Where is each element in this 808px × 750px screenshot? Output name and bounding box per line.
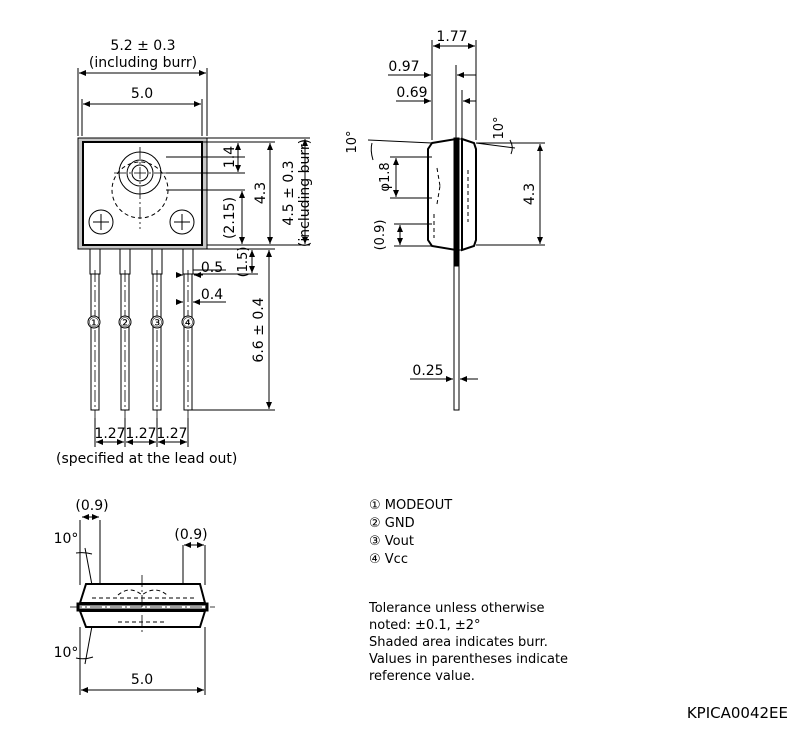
lead-2 [119, 248, 131, 418]
lead-4 [182, 248, 194, 418]
note-line-2: noted: ±0.1, ±2° [369, 618, 481, 633]
pin-list-item-2: ② GND [369, 516, 415, 531]
dim-pitch-3: 1.27 [156, 426, 187, 442]
dim-pitch-2: 1.27 [125, 426, 156, 442]
dim-width: 5.0 [131, 86, 153, 102]
dim-lead: 0.4 [201, 287, 223, 303]
dim-side-height: 4.3 [522, 183, 538, 205]
dim-height-total-note: (including burr) [297, 139, 313, 247]
pin-list-item-1: ① MODEOUT [369, 498, 453, 513]
mount-mark-left [88, 209, 114, 235]
note-line-5: reference value. [369, 669, 475, 684]
dim-side-bottom: (0.9) [373, 220, 388, 251]
dim-pitch-1: 1.27 [94, 426, 125, 442]
angle-bottom-top: 10° [54, 531, 79, 547]
pin-list-item-3: ③ Vout [369, 534, 414, 549]
lead-1 [89, 248, 101, 418]
pin-list-item-4: ④ Vcc [369, 552, 408, 567]
note-line-4: Values in parentheses indicate [369, 652, 569, 667]
dim-bottom-width: 5.0 [131, 672, 153, 688]
front-view: 5.2 ± 0.3 (including burr) 5.0 [77, 38, 313, 447]
dim-lens: φ1.8 [378, 162, 393, 191]
dim-side-top: 1.77 [436, 29, 467, 45]
dim-lead-wide: 0.5 [201, 260, 223, 276]
dim-lead-thickness: 0.25 [412, 363, 443, 379]
bottom-view: (0.9) (0.9) 10° 10° 5.0 [54, 498, 215, 695]
note-line-1: Tolerance unless otherwise [369, 601, 545, 616]
dim-side-mid: 0.97 [388, 59, 419, 75]
dim-lead-length: 6.6 ± 0.4 [251, 297, 267, 362]
angle-bottom-bottom: 10° [54, 645, 79, 661]
pitch-note: (specified at the lead out) [56, 451, 238, 467]
angle-side-right: 10° [492, 116, 507, 139]
bottom-top-shell [78, 583, 207, 604]
dim-hole-offset: 1.4 [222, 146, 238, 168]
tolerance-notes: Tolerance unless otherwise noted: ±0.1, … [369, 600, 568, 685]
dim-side-low: 0.69 [396, 85, 427, 101]
pin-marker-2: ② [119, 316, 131, 331]
dim-bottom-left: (0.9) [75, 498, 108, 514]
dim-width-total-note: (including burr) [89, 55, 197, 71]
pin-marker-3: ③ [151, 316, 163, 331]
side-lead [453, 265, 460, 411]
lead-3 [151, 248, 163, 418]
side-view: 1.77 0.97 0.69 10° 10° φ1.8 4.3 [345, 29, 545, 411]
dim-lead-wide-len: (1.5) [236, 247, 251, 278]
pin-marker-1: ① [88, 316, 100, 331]
dim-height: 4.3 [253, 182, 269, 204]
document-code: KPICA0042EE [686, 704, 788, 722]
dim-width-total: 5.2 ± 0.3 [110, 38, 175, 54]
dim-height-total: 4.5 ± 0.3 [281, 160, 297, 225]
note-line-3: Shaded area indicates burr. [369, 635, 548, 650]
mount-mark-right [169, 209, 195, 235]
angle-side-left: 10° [345, 130, 360, 153]
pin-list: ① MODEOUT ② GND ③ Vout ④ Vcc [369, 497, 452, 569]
pin-marker-4: ④ [182, 316, 194, 331]
dim-bottom-right: (0.9) [174, 527, 207, 543]
bottom-low-shell [78, 610, 207, 628]
dim-sensor-center: (2.15) [222, 197, 238, 239]
side-body [427, 137, 457, 252]
